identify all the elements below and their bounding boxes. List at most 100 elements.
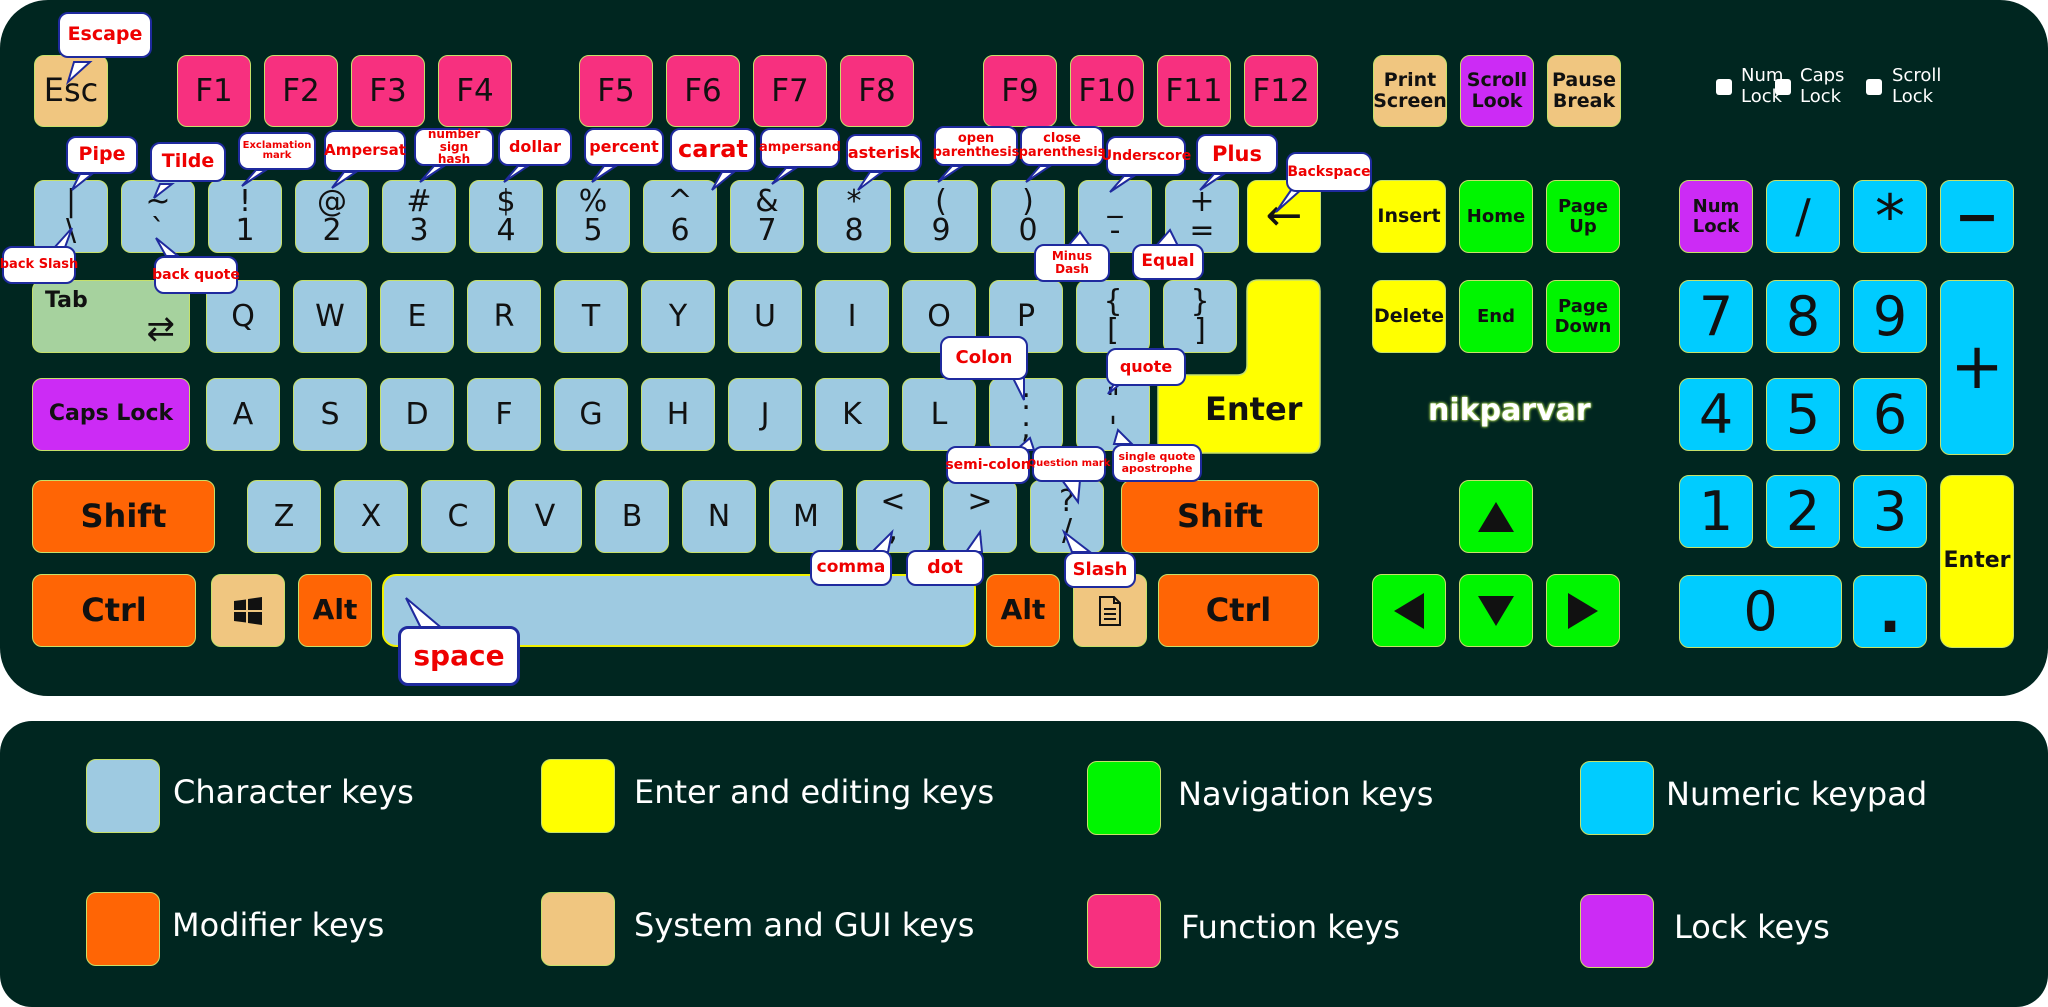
key-w[interactable]: W (293, 280, 367, 353)
key-f8[interactable]: F8 (840, 55, 914, 127)
key-i[interactable]: I (815, 280, 889, 353)
key-f1[interactable]: F1 (177, 55, 251, 127)
key-insert[interactable]: Insert (1372, 180, 1446, 253)
key-f9[interactable]: F9 (983, 55, 1057, 127)
key-arrow-right[interactable] (1546, 574, 1620, 647)
key-e[interactable]: E (380, 280, 454, 353)
key-print-screen[interactable]: Print Screen (1373, 55, 1447, 127)
key-numpad-decimal[interactable]: . (1853, 575, 1927, 648)
key-1[interactable]: !1 (208, 180, 282, 253)
key-s[interactable]: S (293, 378, 367, 451)
key-r[interactable]: R (467, 280, 541, 353)
key-f11[interactable]: F11 (1157, 55, 1231, 127)
key-numpad-3[interactable]: 3 (1853, 475, 1927, 548)
key-numpad-add[interactable]: + (1940, 280, 2014, 455)
key-f[interactable]: F (467, 378, 541, 451)
key-caps-lock[interactable]: Caps Lock (32, 378, 190, 451)
key-numpad-4[interactable]: 4 (1679, 378, 1753, 451)
key-left-alt[interactable]: Alt (298, 574, 372, 647)
key-l[interactable]: L (902, 378, 976, 451)
key-x[interactable]: X (334, 480, 408, 553)
key-page-up[interactable]: Page Up (1546, 180, 1620, 253)
key-bottom-label: - (1109, 212, 1121, 248)
key-end[interactable]: End (1459, 280, 1533, 353)
key-scroll-lock[interactable]: Scroll Look (1460, 55, 1534, 127)
key-f2[interactable]: F2 (264, 55, 338, 127)
key-arrow-up[interactable] (1459, 480, 1533, 553)
key-minus[interactable]: _- (1078, 180, 1152, 253)
key-8[interactable]: *8 (817, 180, 891, 253)
key-numpad-9[interactable]: 9 (1853, 280, 1927, 353)
key-period[interactable]: >. (943, 480, 1017, 553)
key-windows[interactable] (211, 574, 285, 647)
key-y[interactable]: Y (641, 280, 715, 353)
key-space[interactable] (382, 574, 976, 647)
key-numpad-5[interactable]: 5 (1766, 378, 1840, 451)
key-f3[interactable]: F3 (351, 55, 425, 127)
key-numpad-1[interactable]: 1 (1679, 475, 1753, 548)
key-m[interactable]: M (769, 480, 843, 553)
key-h[interactable]: H (641, 378, 715, 451)
key-arrow-down[interactable] (1459, 574, 1533, 647)
key-left-ctrl[interactable]: Ctrl (32, 574, 196, 647)
tilde-pointer (153, 183, 175, 199)
key-numpad-7[interactable]: 7 (1679, 280, 1753, 353)
key-7[interactable]: &7 (730, 180, 804, 253)
key-left-shift[interactable]: Shift (32, 480, 215, 553)
key-numpad-multiply[interactable]: * (1853, 180, 1927, 253)
key-c[interactable]: C (421, 480, 495, 553)
key-f7[interactable]: F7 (753, 55, 827, 127)
key-page-down[interactable]: Page Down (1546, 280, 1620, 353)
key-k[interactable]: K (815, 378, 889, 451)
callout-backspace: Backspace (1286, 152, 1372, 192)
key-equal[interactable]: += (1165, 180, 1239, 253)
key-numpad-enter[interactable]: Enter (1940, 475, 2014, 648)
key-right-ctrl[interactable]: Ctrl (1158, 574, 1319, 647)
key-a[interactable]: A (206, 378, 280, 451)
key-open-bracket[interactable]: {[ (1076, 280, 1150, 353)
key-g[interactable]: G (554, 378, 628, 451)
key-z[interactable]: Z (247, 480, 321, 553)
key-q[interactable]: Q (206, 280, 280, 353)
key-close-bracket[interactable]: }] (1163, 280, 1237, 353)
key-enter[interactable] (1157, 279, 1322, 455)
key-backspace[interactable]: ← (1247, 180, 1321, 253)
key-numpad-divide[interactable]: / (1766, 180, 1840, 253)
key-numpad-6[interactable]: 6 (1853, 378, 1927, 451)
key-2[interactable]: @2 (295, 180, 369, 253)
key-semicolon[interactable]: :; (989, 378, 1063, 451)
key-numpad-0[interactable]: 0 (1679, 575, 1842, 648)
callout-exclamation-mark: Exclamation mark (238, 132, 316, 170)
key-5[interactable]: %5 (556, 180, 630, 253)
key-arrow-left[interactable] (1372, 574, 1446, 647)
num-lock-indicator-label: Num Lock (1741, 65, 1784, 107)
key-num-lock[interactable]: Num Lock (1679, 180, 1753, 253)
key-d[interactable]: D (380, 378, 454, 451)
key-3[interactable]: #3 (382, 180, 456, 253)
key-u[interactable]: U (728, 280, 802, 353)
key-f10[interactable]: F10 (1070, 55, 1144, 127)
key-f5[interactable]: F5 (579, 55, 653, 127)
key-f12[interactable]: F12 (1244, 55, 1318, 127)
key-j[interactable]: J (728, 378, 802, 451)
key-6[interactable]: ^6 (643, 180, 717, 253)
key-pause-break[interactable]: Pause Break (1547, 55, 1621, 127)
key-0[interactable]: )0 (991, 180, 1065, 253)
key-numpad-2[interactable]: 2 (1766, 475, 1840, 548)
callout-pointers (52, 61, 1315, 631)
key-b[interactable]: B (595, 480, 669, 553)
key-right-alt[interactable]: Alt (986, 574, 1060, 647)
key-f6[interactable]: F6 (666, 55, 740, 127)
key-9[interactable]: (9 (904, 180, 978, 253)
key-f4[interactable]: F4 (438, 55, 512, 127)
key-right-shift[interactable]: Shift (1121, 480, 1319, 553)
key-numpad-8[interactable]: 8 (1766, 280, 1840, 353)
key-4[interactable]: $4 (469, 180, 543, 253)
key-numpad-subtract[interactable]: − (1940, 180, 2014, 253)
key-n[interactable]: N (682, 480, 756, 553)
key-home[interactable]: Home (1459, 180, 1533, 253)
dollar-pointer (503, 165, 532, 183)
key-t[interactable]: T (554, 280, 628, 353)
key-v[interactable]: V (508, 480, 582, 553)
key-delete[interactable]: Delete (1372, 280, 1446, 353)
